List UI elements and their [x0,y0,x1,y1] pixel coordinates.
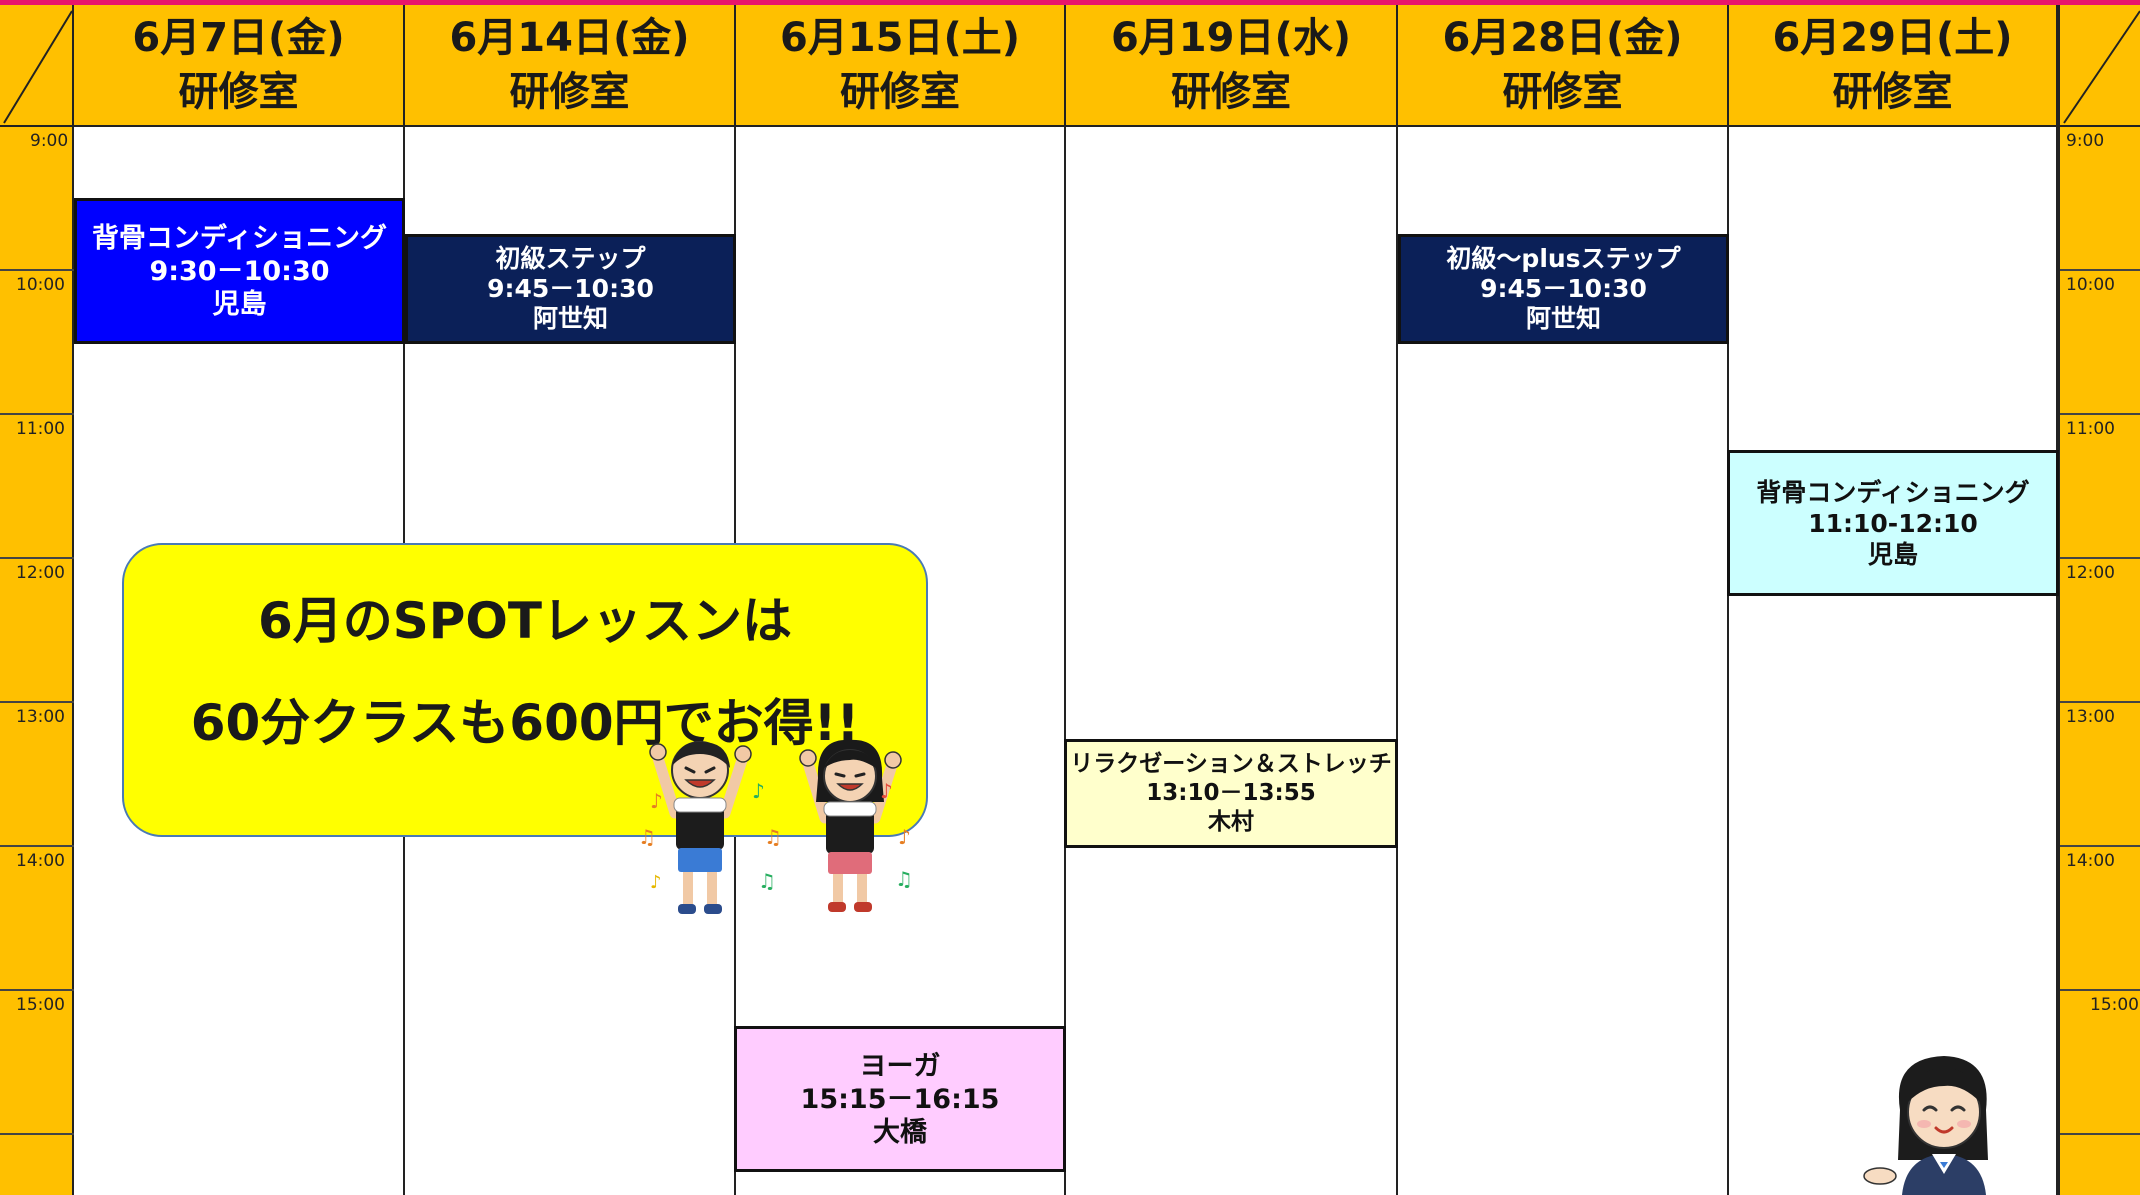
svg-text:♪: ♪ [650,872,662,893]
lesson-time: 11:10-12:10 [1808,508,1978,538]
time-label: 15:00 [2090,995,2139,1015]
time-slot: 15:00 [0,991,74,1135]
lesson-instructor: 児島 [1867,539,1918,569]
lesson-block[interactable]: 初級～plusステップ 9:45－10:30 阿世知 [1398,234,1729,344]
lesson-instructor: 大橋 [873,1116,927,1148]
svg-text:♪: ♪ [898,825,911,849]
cheering-kids-illustration: ♪ ♫ ♪ ♪ ♫ ♫ ♪ ♫ ♪ [638,739,913,914]
lesson-time: 13:10－13:55 [1146,780,1316,806]
staff-woman-illustration [1863,1056,1988,1195]
diagonal-line-icon [2063,10,2140,124]
top-accent-line [0,0,2140,5]
time-slot: 15:00 [2060,991,2140,1135]
day-date: 6月14日(金) [449,15,690,61]
time-slot: 10:00 [2060,271,2140,415]
time-slot: 9:00 [0,127,74,271]
lesson-instructor: 児島 [212,288,267,320]
time-label: 10:00 [16,275,65,295]
time-column-left: 9:00 10:00 11:00 12:00 13:00 14:00 15:00 [0,127,74,1195]
time-slot: 14:00 [2060,847,2140,991]
day-room: 研修室 [178,69,299,115]
day-room: 研修室 [1502,69,1623,115]
corner-cell-left [0,5,74,127]
svg-text:♫: ♫ [764,825,782,849]
time-slot: 9:00 [2060,127,2140,271]
time-slot: 13:00 [2060,703,2140,847]
time-column-right: 9:00 10:00 11:00 12:00 13:00 14:00 15:00 [2058,127,2140,1195]
time-slot: 11:00 [2060,415,2140,559]
day-header: 6月7日(金) 研修室 [74,5,405,127]
lesson-title: 初級ステップ [495,244,646,273]
day-date: 6月7日(金) [132,15,345,61]
promo-banner: 6月のSPOTレッスンは 60分クラスも600円でお得!! [122,543,928,837]
lesson-instructor: 阿世知 [532,304,608,333]
time-label: 14:00 [2066,851,2115,871]
time-label: 13:00 [16,707,65,727]
svg-text:♫: ♫ [758,869,776,893]
time-label: 14:00 [16,851,65,871]
lesson-block[interactable]: 初級ステップ 9:45－10:30 阿世知 [405,234,736,344]
lesson-title: リラクゼーション＆ストレッチ [1070,751,1392,777]
svg-text:♫: ♫ [895,867,913,891]
time-slot: 14:00 [0,847,74,991]
lesson-title: ヨーガ [859,1050,941,1082]
svg-text:♫: ♫ [638,825,656,849]
time-label: 9:00 [2066,131,2105,151]
day-date: 6月19日(水) [1110,15,1352,61]
lesson-block[interactable]: ヨーガ 15:15－16:15 大橋 [734,1026,1066,1172]
day-room: 研修室 [1832,69,1953,115]
day-header: 6月19日(水) 研修室 [1066,5,1398,127]
lesson-block[interactable]: 背骨コンディショニング 11:10-12:10 児島 [1727,450,2059,596]
time-slot: 10:00 [0,271,74,415]
time-label: 13:00 [2066,707,2115,727]
time-slot: 11:00 [0,415,74,559]
diagonal-line-icon [3,10,73,124]
corner-cell-right [2058,5,2140,127]
day-header: 6月14日(金) 研修室 [405,5,736,127]
lesson-title: 背骨コンディショニング [91,222,388,254]
lesson-title: 初級～plusステップ [1446,244,1681,273]
lesson-block[interactable]: 背骨コンディショニング 9:30－10:30 児島 [74,198,405,344]
lesson-title: 背骨コンディショニング [1756,477,2030,507]
day-room: 研修室 [840,69,960,115]
day-date: 6月28日(金) [1442,15,1683,61]
svg-text:♪: ♪ [650,789,663,813]
lesson-time: 9:45－10:30 [487,274,654,303]
time-label: 12:00 [2066,563,2115,583]
time-label: 11:00 [16,419,65,439]
svg-text:♪: ♪ [880,779,893,803]
lesson-time: 9:30－10:30 [149,255,330,287]
day-room: 研修室 [1171,69,1291,115]
day-header: 6月29日(土) 研修室 [1729,5,2058,127]
day-room: 研修室 [509,69,630,115]
day-column [1729,127,2058,1195]
lesson-block[interactable]: リラクゼーション＆ストレッチ 13:10－13:55 木村 [1064,739,1398,848]
time-slot: 12:00 [0,559,74,703]
lesson-time: 9:45－10:30 [1480,274,1647,303]
day-column [1066,127,1398,1195]
time-label: 15:00 [16,995,65,1015]
time-label: 12:00 [16,563,65,583]
day-header: 6月28日(金) 研修室 [1398,5,1729,127]
svg-text:♪: ♪ [752,779,765,803]
lesson-time: 15:15－16:15 [800,1083,1000,1115]
time-label: 9:00 [30,131,69,151]
promo-line-1: 6月のSPOTレッスンは [257,592,793,650]
time-slot: 13:00 [0,703,74,847]
day-header: 6月15日(土) 研修室 [736,5,1066,127]
lesson-instructor: 木村 [1208,809,1254,835]
time-slot: 12:00 [2060,559,2140,703]
time-label: 11:00 [2066,419,2115,439]
day-date: 6月29日(土) [1772,15,2013,61]
day-date: 6月15日(土) [779,15,1021,61]
lesson-instructor: 阿世知 [1525,304,1601,333]
promo-line-2: 60分クラスも600円でお得!! [190,694,860,752]
time-label: 10:00 [2066,275,2115,295]
